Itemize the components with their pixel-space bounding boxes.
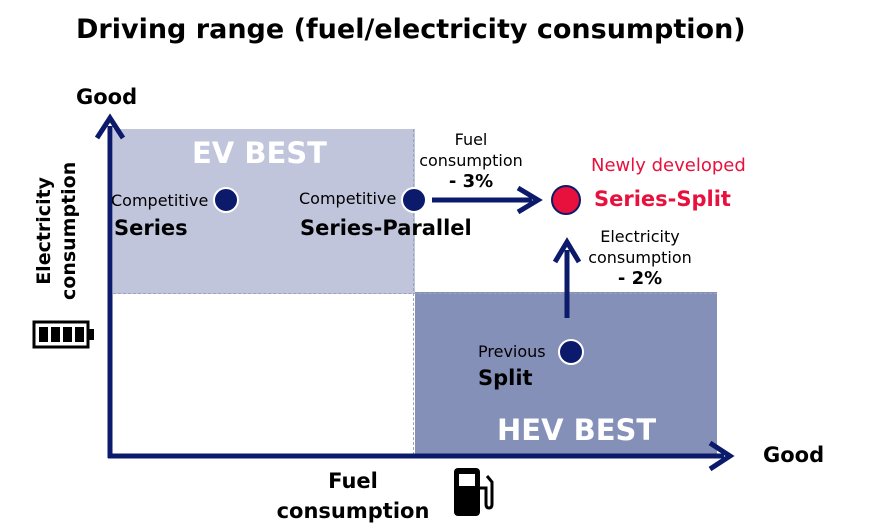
hev-best-label: HEV BEST [497,413,657,447]
fuel-note-value: - 3% [448,171,494,192]
hev-best-zone [415,292,717,455]
diagram-title: Driving range (fuel/electricity consumpt… [76,14,746,45]
ev-best-zone [113,129,415,294]
x-axis-label-line1: Fuel [328,469,378,493]
series-split-qualifier: Newly developed [591,155,746,176]
series-name: Series [114,216,188,240]
electricity-improvement-arrowhead [552,237,582,264]
series-qualifier: Competitive [111,191,209,210]
split-point [558,339,584,365]
y-axis-arrowhead [94,113,126,140]
fuel-improvement-arrowhead [516,185,543,215]
zone-divider-vertical [413,129,414,455]
split-name: Split [478,366,533,390]
x-axis-arrowhead [708,440,735,472]
x-axis-label-line2: consumption [276,499,430,523]
series-split-name: Series-Split [594,187,731,211]
series-point [213,187,239,213]
fuel-pump-icon [454,468,494,516]
x-axis-good-label: Good [763,443,825,467]
series-parallel-qualifier: Competitive [299,189,397,208]
elec-note-line2: consumption [588,248,692,267]
y-axis-label-line2: consumption [58,161,80,300]
fuel-note-line1: Fuel [454,130,488,149]
elec-note-line1: Electricity [600,227,680,246]
y-axis-label: Electricity consumption [32,162,80,301]
y-axis-good-label: Good [76,85,138,109]
zone-divider-horizontal [113,293,717,294]
fuel-improvement-note: Fuel consumption - 3% [416,129,526,192]
x-axis-label: Fuel consumption [270,466,436,526]
battery-icon [32,320,94,349]
y-axis-label-line1: Electricity [33,176,55,285]
split-qualifier: Previous [478,342,546,361]
electricity-improvement-note: Electricity consumption - 2% [580,226,700,289]
ev-best-label: EV BEST [192,136,327,170]
series-parallel-point [401,187,427,213]
series-parallel-name: Series-Parallel [300,216,472,240]
fuel-note-line2: consumption [419,151,523,170]
elec-note-value: - 2% [617,268,663,289]
series-split-point [551,185,581,215]
